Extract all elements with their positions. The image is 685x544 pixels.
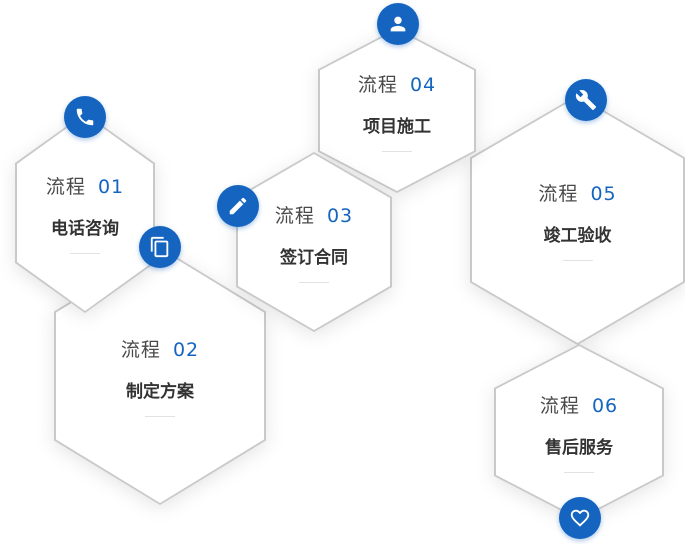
- step-03-hexagon: 流程 03 签订合同: [236, 152, 392, 332]
- label-underline: [70, 253, 100, 254]
- step-01-hexagon: 流程 01 电话咨询: [15, 113, 155, 313]
- step-number: 02: [172, 339, 200, 361]
- step-label: 售后服务: [545, 438, 613, 458]
- step-number: 04: [409, 73, 437, 96]
- label-underline: [299, 282, 329, 283]
- step-title: 流程 02: [121, 335, 199, 362]
- hexagon-shape: [318, 28, 476, 193]
- step-label: 竣工验收: [543, 226, 612, 246]
- step-06-hexagon: 流程 06 售后服务: [494, 344, 664, 520]
- label-underline: [145, 416, 175, 417]
- step-title: 流程 06: [540, 391, 618, 418]
- step-number: 05: [590, 183, 617, 205]
- worker-icon: [390, 16, 406, 32]
- step-prefix: 流程: [538, 183, 579, 205]
- step-prefix: 流程: [120, 339, 161, 361]
- step-03-icon-badge: [217, 185, 259, 227]
- label-underline: [382, 150, 412, 152]
- hexagon-shape: [236, 152, 392, 332]
- step-label: 制定方案: [126, 382, 194, 402]
- step-label: 项目施工: [363, 116, 431, 137]
- step-06-icon-badge: [559, 497, 601, 539]
- step-04-icon-badge: [377, 3, 419, 45]
- step-title: 流程 01: [46, 172, 124, 199]
- step-05-hexagon: 流程 05 竣工验收: [470, 95, 685, 345]
- step-02-icon-badge: [139, 226, 181, 268]
- documents-icon: [150, 236, 169, 258]
- step-number: 06: [591, 395, 619, 417]
- step-prefix: 流程: [357, 73, 398, 96]
- contract-pen-icon: [229, 197, 247, 215]
- step-label: 电话咨询: [51, 219, 119, 239]
- step-prefix: 流程: [45, 176, 86, 198]
- label-underline: [562, 260, 593, 261]
- step-01-icon-badge: [64, 96, 106, 138]
- step-05-icon-badge: [565, 79, 607, 121]
- step-title: 流程 05: [538, 179, 616, 206]
- step-prefix: 流程: [539, 395, 580, 417]
- drill-icon: [575, 90, 597, 111]
- step-title: 流程 04: [358, 70, 436, 97]
- step-label: 签订合同: [280, 248, 348, 268]
- phone-icon: [76, 108, 94, 126]
- hexagon-shape: [494, 344, 664, 520]
- step-prefix: 流程: [274, 205, 315, 227]
- step-number: 01: [97, 176, 125, 198]
- label-underline: [564, 472, 594, 473]
- step-title: 流程 03: [275, 201, 353, 228]
- step-number: 03: [326, 205, 354, 227]
- step-04-hexagon: 流程 04 项目施工: [318, 28, 476, 193]
- heart-icon: [570, 509, 590, 527]
